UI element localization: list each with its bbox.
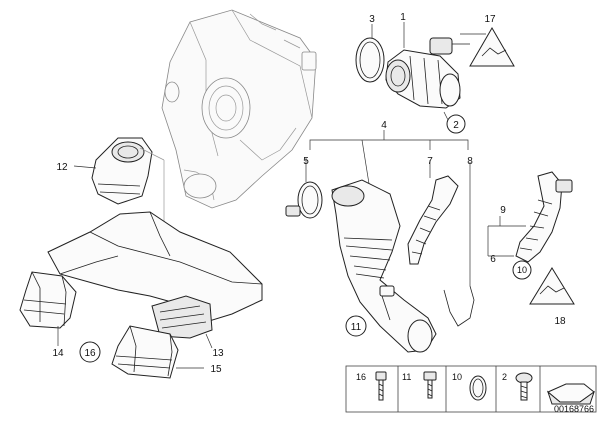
callout-10-circled: 10 xyxy=(512,260,532,280)
part-15-duct-nozzle xyxy=(111,325,204,379)
part-13-air-duct xyxy=(47,211,263,349)
callout-14: 14 xyxy=(52,348,64,359)
air-filter-housing xyxy=(161,9,317,209)
parts-strip: 16 11 10 2 xyxy=(345,365,597,413)
reference-number: 00168766 xyxy=(554,404,594,414)
callout-17: 17 xyxy=(484,14,496,25)
part-8-wire-clip xyxy=(443,162,475,327)
callout-1: 1 xyxy=(400,12,406,23)
svg-text:11: 11 xyxy=(402,372,411,382)
part-3-ring xyxy=(355,24,385,83)
strip-item-11: 11 xyxy=(402,371,437,399)
part-7-breather-hose xyxy=(407,160,459,265)
strip-item-10: 10 xyxy=(452,372,487,401)
callout-8: 8 xyxy=(467,156,473,167)
part-4-intake-hose xyxy=(309,130,469,353)
callout-5: 5 xyxy=(303,156,309,167)
svg-text:16: 16 xyxy=(356,372,366,382)
callout-4: 4 xyxy=(381,120,387,131)
part-5-hose-clamp xyxy=(285,158,323,219)
part-1-air-mass-meter xyxy=(385,22,486,109)
callout-6: 6 xyxy=(490,254,496,265)
strip-item-2: 2 xyxy=(502,372,533,401)
callout-16-circled: 16 xyxy=(79,341,101,363)
callout-12: 12 xyxy=(56,162,68,173)
svg-text:10: 10 xyxy=(517,265,527,275)
strip-arrow-icon xyxy=(546,383,595,405)
part-14-duct-nozzle xyxy=(19,271,77,346)
callout-13: 13 xyxy=(212,348,224,359)
callout-11-circled: 11 xyxy=(345,315,367,337)
callout-15: 15 xyxy=(210,364,222,375)
svg-text:16: 16 xyxy=(84,348,96,359)
callout-2-circled: 2 xyxy=(446,114,466,134)
svg-text:10: 10 xyxy=(452,372,462,382)
callout-7: 7 xyxy=(427,156,433,167)
strip-item-16: 16 xyxy=(356,371,387,401)
callout-9: 9 xyxy=(500,205,506,216)
svg-text:2: 2 xyxy=(502,372,507,382)
svg-text:2: 2 xyxy=(453,120,459,131)
leader-2 xyxy=(443,111,449,121)
part-18-warning-label xyxy=(529,267,575,305)
part-9-hose-assembly xyxy=(487,171,573,263)
part-17-warning-label xyxy=(469,27,515,67)
callout-18: 18 xyxy=(554,316,566,327)
callout-3: 3 xyxy=(369,14,375,25)
svg-text:11: 11 xyxy=(351,322,362,333)
